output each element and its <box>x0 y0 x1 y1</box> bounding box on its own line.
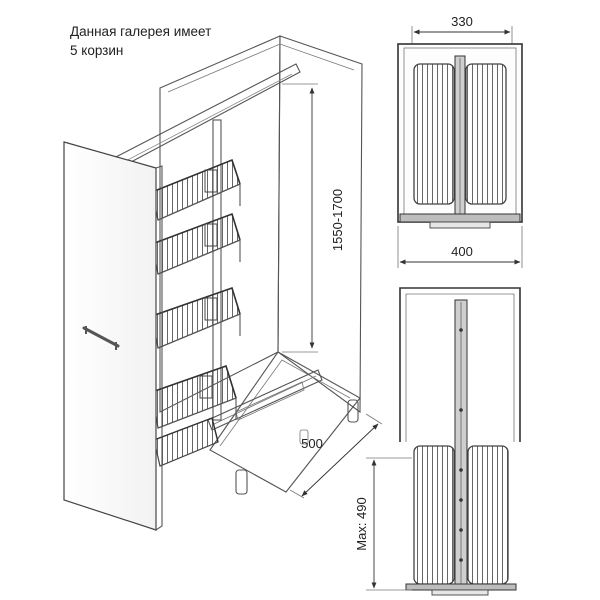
extended-view-basket-left <box>413 445 455 585</box>
extended-view-basket-right <box>467 445 509 585</box>
basket-tier-1 <box>151 158 241 221</box>
top-view-basket-left <box>413 63 455 205</box>
top-view-basket-right <box>465 63 507 205</box>
max-extension-dimension-label: Max: 490 <box>354 497 369 550</box>
caption-line-1: Данная галерея имеет <box>70 24 212 39</box>
basket-tier-2 <box>151 212 241 275</box>
top-width-dimension-label: 330 <box>451 14 473 29</box>
depth-dimension <box>289 413 383 499</box>
basket-tier-4 <box>151 364 237 429</box>
top-runner-rail <box>109 63 301 171</box>
outer-width-dimension-label: 400 <box>451 244 473 259</box>
basket-tier-3 <box>151 286 241 349</box>
description-caption: Данная галерея имеет 5 корзин <box>70 22 211 60</box>
door-handle <box>82 326 120 350</box>
caption-line-2: 5 корзин <box>70 43 124 58</box>
extended-view-cabinet-outline <box>399 287 521 442</box>
depth-dimension-label: 500 <box>301 436 323 451</box>
cabinet-floor <box>209 351 361 493</box>
cabinet-legs <box>235 399 359 495</box>
cabinet-right-side-panel <box>277 35 363 414</box>
rail-bolts <box>459 328 463 562</box>
cabinet-isometric-view: 1550-1700 500 <box>63 35 383 532</box>
height-dimension-label: 1550-1700 <box>330 189 345 251</box>
basket-tier-5 <box>153 417 219 467</box>
top-view-closed <box>397 26 523 268</box>
top-view-extended <box>366 287 521 596</box>
height-dimension <box>282 83 318 353</box>
cabinet-door <box>63 141 163 532</box>
frame-post <box>212 119 222 421</box>
